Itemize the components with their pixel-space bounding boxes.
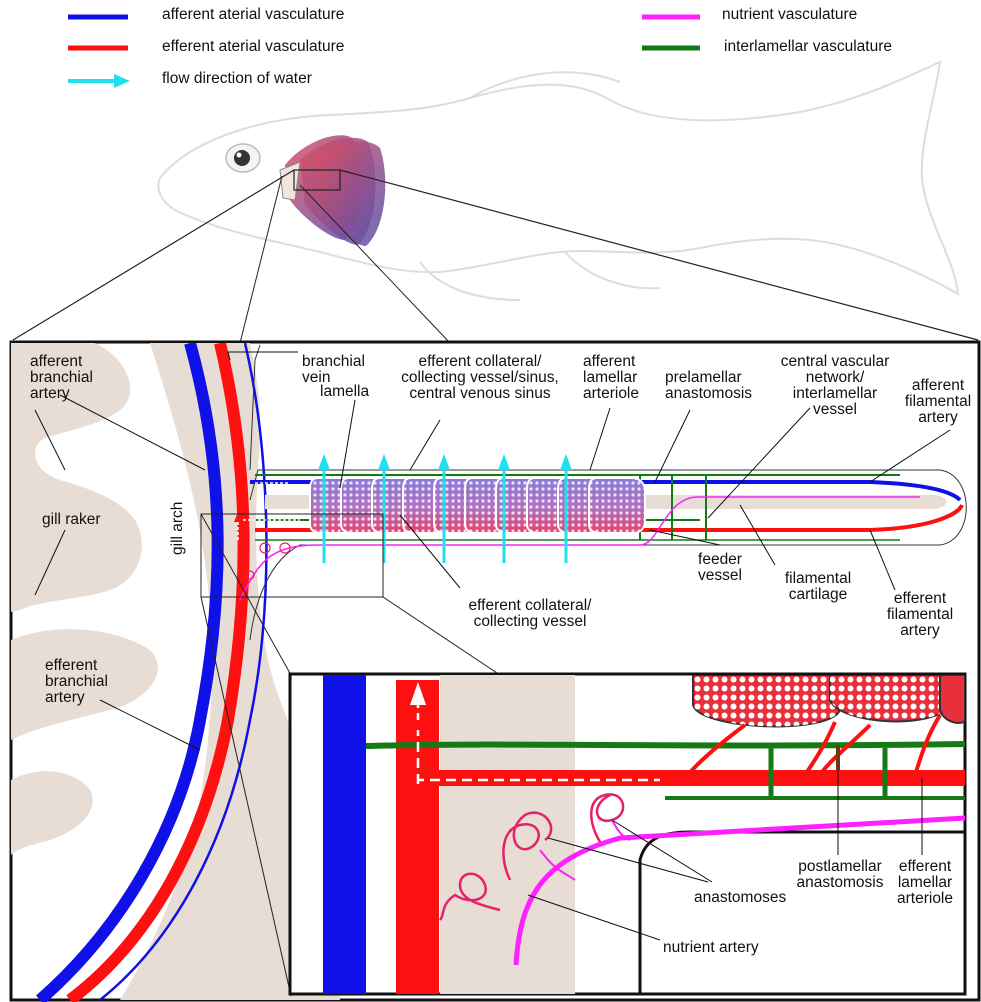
label-branchial-vein: branchial vein — [302, 354, 365, 386]
label-efferent-collateral-sinus: efferent collateral/ collecting vessel/s… — [380, 354, 580, 402]
label-postlamellar-anastomosis: postlamellar anastomosis — [792, 859, 888, 891]
label-afferent-filamental-artery: afferent filamental artery — [895, 378, 981, 426]
legend-interlamellar-label: interlamellar vasculature — [724, 38, 892, 56]
label-lamella: lamella — [320, 384, 369, 400]
inset-afferent-vessel — [323, 675, 366, 995]
inset-green-vessel — [366, 744, 965, 746]
label-efferent-lamellar-arteriole: efferent lamellar arteriole — [890, 859, 960, 907]
label-efferent-collateral-vessel: efferent collateral/ collecting vessel — [455, 598, 605, 630]
fish-silhouette — [158, 62, 958, 300]
label-gill-raker: gill raker — [42, 512, 101, 528]
legend-nutrient-label: nutrient vasculature — [722, 6, 857, 24]
legend-efferent-label: efferent aterial vasculature — [162, 38, 344, 56]
label-central-vascular-network: central vascular network/ interlamellar … — [760, 354, 910, 418]
label-afferent-lamellar-arteriole: afferent lamellar arteriole — [583, 354, 639, 402]
label-filamental-cartilage: filamental cartilage — [780, 571, 856, 603]
label-prelamellar-anastomosis: prelamellar anastomosis — [665, 370, 752, 402]
inset-efferent-filamental — [396, 770, 966, 786]
legend-afferent-label: afferent aterial vasculature — [162, 6, 344, 24]
label-efferent-filamental-artery: efferent filamental artery — [880, 591, 960, 639]
label-gill-arch: gill arch — [170, 502, 186, 555]
gill-filaments-fan — [280, 135, 385, 246]
label-feeder-vessel: feeder vessel — [690, 552, 750, 584]
lamellae-group — [310, 478, 645, 533]
inset-efferent-vessel — [396, 680, 439, 995]
label-efferent-branchial-artery: efferent branchial artery — [45, 658, 108, 706]
inset-panel — [290, 674, 966, 995]
fish-eye — [226, 144, 260, 172]
legend-flow-label: flow direction of water — [162, 70, 312, 88]
lamella-texture-10 — [589, 478, 645, 533]
label-anastomoses: anastomoses — [694, 890, 786, 906]
inset-lamellae — [693, 675, 965, 726]
label-afferent-branchial-artery: afferent branchial artery — [30, 354, 93, 402]
label-nutrient-artery: nutrient artery — [663, 940, 759, 956]
